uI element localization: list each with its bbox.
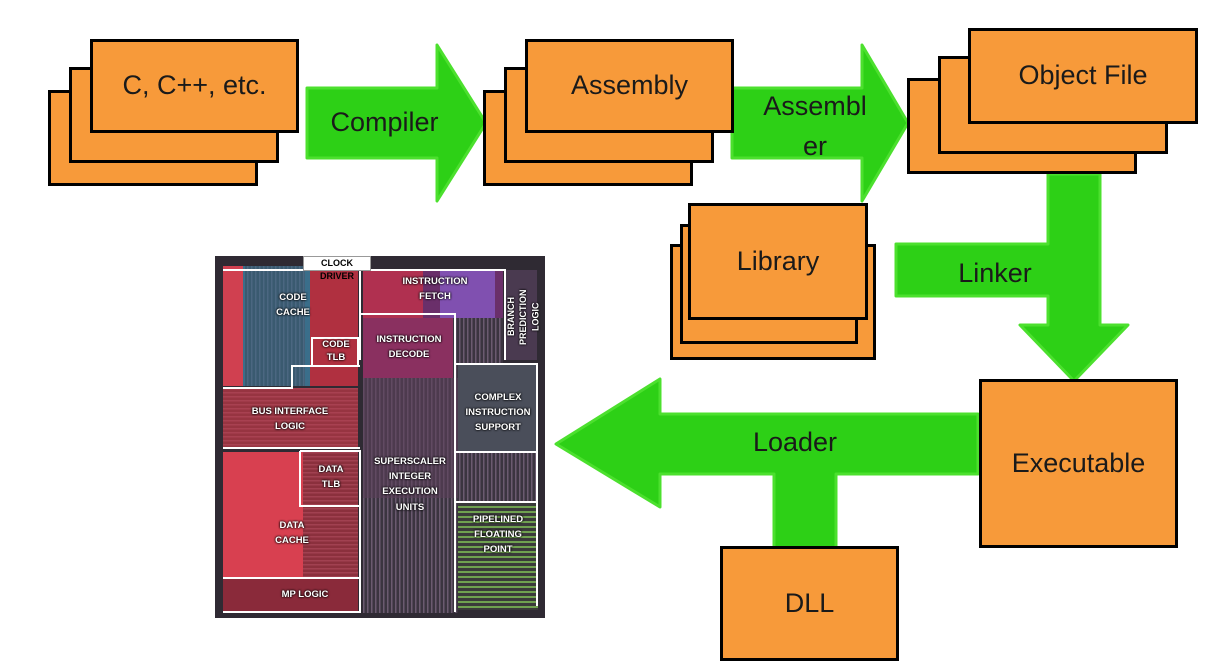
compiler-label: Compiler [330, 107, 439, 137]
linker-label: Linker [958, 258, 1032, 288]
complex-instruction-label: COMPLEX INSTRUCTION SUPPORT [458, 390, 538, 436]
superscaler-line1: SUPERSCALER [374, 456, 446, 467]
branch-prediction-line2: PREDICTION [518, 289, 529, 345]
dll-label: DLL [784, 587, 835, 618]
assembly-box-front [525, 39, 734, 133]
pipelined-fp-line2: FLOATING [474, 529, 522, 541]
code-cache-line2: CACHE [276, 307, 310, 319]
pipelined-fp-label: PIPELINED FLOATING POINT [458, 512, 538, 558]
cpu-die-art [215, 256, 545, 618]
cpu-die-image: CLOCK DRIVER CODE CACHE CODE TLB INSTRUC… [215, 256, 545, 618]
assembler-arrow [730, 43, 910, 203]
code-cache-label: CODE CACHE [255, 290, 331, 320]
loader-label: Loader [752, 427, 838, 457]
branch-prediction-line1: BRANCH [506, 297, 516, 337]
instruction-fetch-label: INSTRUCTION FETCH [375, 274, 495, 304]
complex-instruction-line1: COMPLEX [474, 392, 522, 403]
complex-instruction-line2: INSTRUCTION [465, 407, 531, 419]
code-tlb-line2: TLB [326, 352, 346, 364]
clock-driver-label: CLOCK DRIVER [303, 256, 371, 281]
instruction-decode-line1: INSTRUCTION [376, 334, 442, 345]
code-tlb-label: CODE TLB [313, 338, 359, 365]
branch-prediction-label: BRANCH PREDICTION LOGIC [505, 286, 541, 348]
bus-interface-line1: BUS INTERFACE [251, 406, 329, 417]
data-cache-label: DATA CACHE [257, 518, 327, 548]
mp-logic-label: MP LOGIC [281, 589, 329, 600]
instruction-fetch-line2: FETCH [419, 291, 451, 303]
data-cache-line2: CACHE [275, 535, 309, 547]
data-tlb-label: DATA TLB [307, 462, 355, 492]
code-cache-line1: CODE [279, 292, 307, 303]
library-box-front [688, 203, 868, 320]
source-box-front [90, 39, 299, 133]
dll-box [720, 546, 899, 661]
instruction-fetch-line1: INSTRUCTION [402, 276, 468, 287]
linker-arrow [894, 172, 1130, 383]
executable-label: Executable [1011, 447, 1146, 478]
assembler-label: Assembl er [740, 86, 890, 166]
assembly-label: Assembly [570, 70, 689, 101]
compiler-arrow [305, 43, 488, 203]
executable-box [979, 379, 1178, 548]
superscaler-line2: INTEGER [388, 471, 432, 483]
object-file-label: Object File [1018, 60, 1148, 91]
bus-interface-label: BUS INTERFACE LOGIC [235, 404, 345, 434]
code-tlb-line1: CODE [322, 339, 350, 350]
complex-instruction-line3: SUPPORT [475, 422, 521, 434]
assembler-label-line2: er [802, 131, 827, 161]
data-tlb-line1: DATA [318, 464, 344, 475]
superscaler-label: SUPERSCALER INTEGER EXECUTION UNITS [361, 454, 459, 515]
object-file-box-front [968, 28, 1198, 124]
library-label: Library [736, 245, 820, 276]
superscaler-line4: UNITS [395, 501, 425, 513]
branch-prediction-line3: LOGIC [530, 302, 541, 332]
data-tlb-line2: TLB [321, 479, 341, 491]
pipelined-fp-line3: POINT [483, 544, 513, 556]
data-cache-line1: DATA [279, 520, 305, 531]
source-label: C, C++, etc. [122, 70, 267, 101]
instruction-decode-label: INSTRUCTION DECODE [363, 332, 455, 362]
loader-arrow [554, 377, 980, 550]
pipelined-fp-line1: PIPELINED [472, 514, 524, 525]
instruction-decode-line2: DECODE [388, 349, 430, 361]
bus-interface-line2: LOGIC [274, 421, 306, 433]
assembler-label-line1: Assembl [763, 91, 867, 121]
superscaler-line3: EXECUTION [382, 486, 438, 498]
